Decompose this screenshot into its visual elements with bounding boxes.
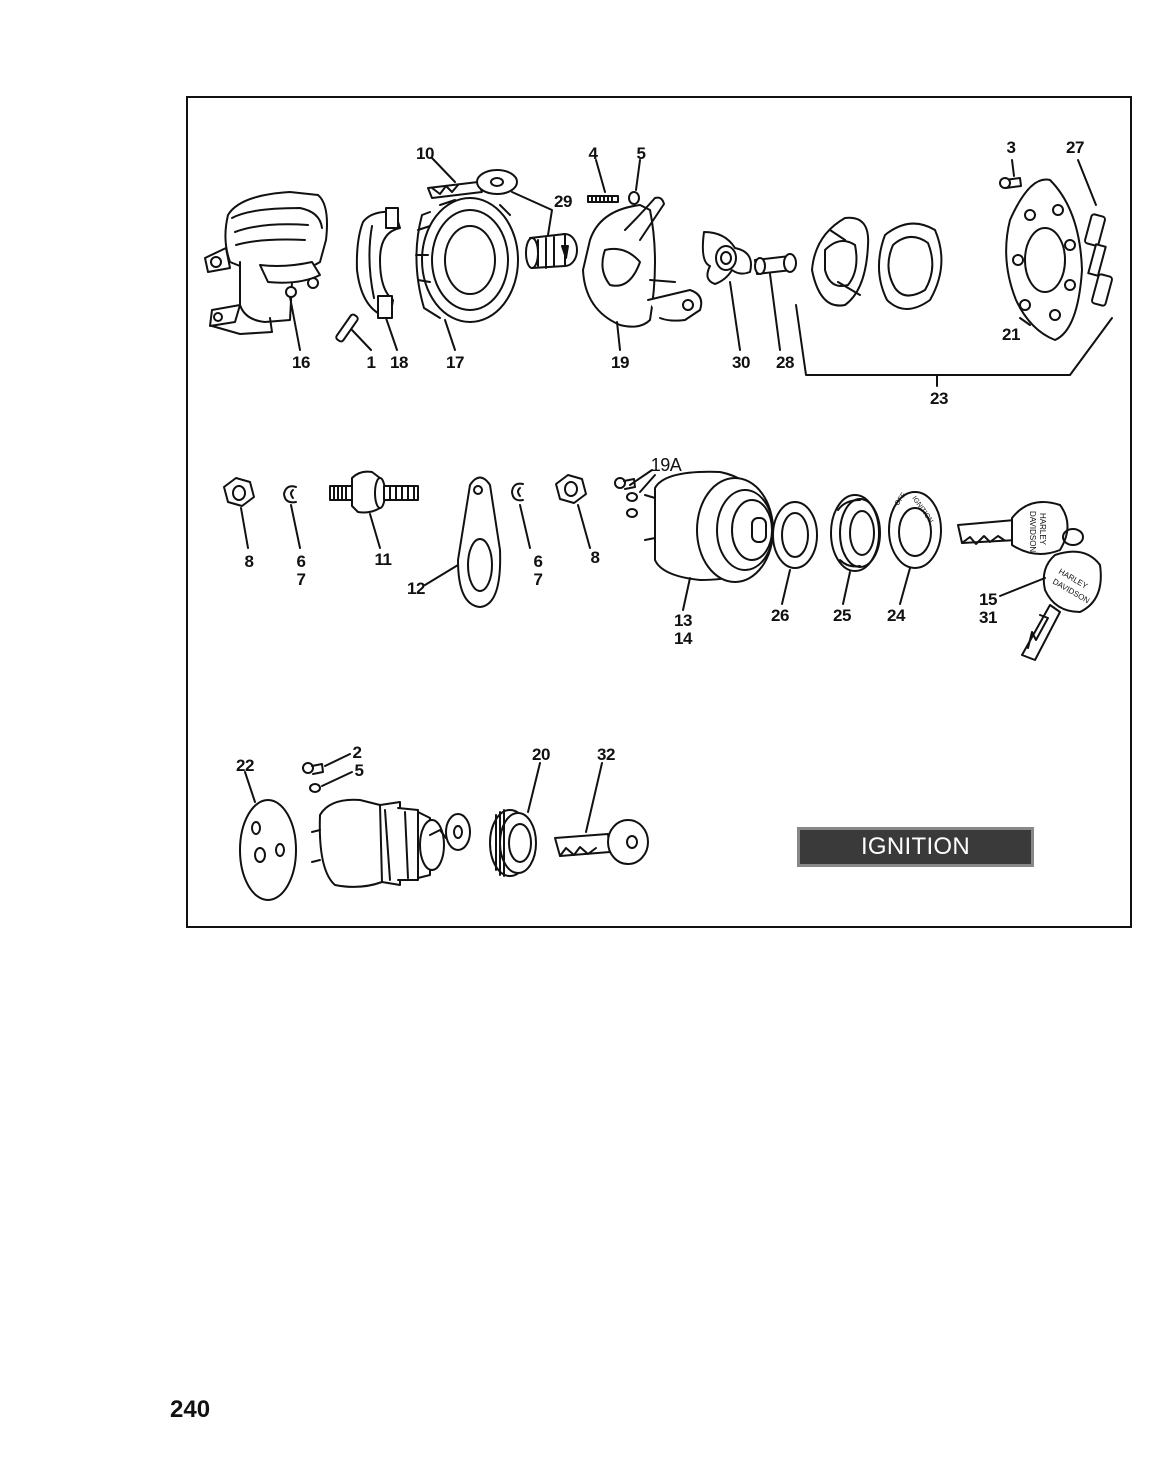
key-10 (427, 157, 518, 199)
callout-31: 31 (979, 608, 997, 627)
wing-washer-30 (701, 231, 752, 351)
callout-6-right: 6 (533, 552, 543, 571)
nut-25 (830, 494, 881, 605)
key-31-lower (1021, 550, 1102, 661)
callout-19: 19 (611, 353, 629, 372)
clamp-18 (355, 207, 401, 351)
callout-25: 25 (833, 606, 851, 625)
callout-28: 28 (776, 353, 794, 372)
lockwasher-6-right (511, 482, 531, 549)
key-text-upper-2: DAVIDSON (1028, 511, 1037, 552)
contact-base-21 (1005, 178, 1083, 341)
shaft-28 (754, 253, 797, 351)
callout-12: 12 (407, 579, 425, 598)
switch-body-13 (644, 470, 774, 611)
callout-21: 21 (1002, 325, 1020, 344)
diagram-frame (186, 96, 1132, 928)
callout-4: 4 (588, 144, 598, 163)
callout-1: 1 (366, 353, 376, 372)
callout-11: 11 (374, 550, 392, 569)
screws-19a (614, 469, 656, 518)
callout-5-bottom: 5 (354, 761, 364, 780)
screw-4 (587, 159, 619, 203)
leader-24 (899, 567, 911, 605)
switch-assembly-20a (311, 798, 471, 888)
callout-15-31: 15 31 (979, 591, 997, 627)
callout-3: 3 (1006, 138, 1016, 157)
callout-10: 10 (416, 144, 434, 163)
callout-17: 17 (446, 353, 464, 372)
callout-13-14: 13 14 (674, 612, 692, 648)
callout-29: 29 (554, 192, 572, 211)
lock-cylinder-29 (511, 191, 578, 269)
callout-22: 22 (236, 756, 254, 775)
callout-7-left: 7 (296, 570, 306, 589)
fuse-27 (1077, 159, 1113, 307)
page-number: 240 (170, 1396, 211, 1423)
callout-24: 24 (887, 606, 905, 625)
callout-32: 32 (597, 745, 615, 764)
callout-6-left: 6 (296, 552, 306, 571)
pin-1 (335, 313, 372, 351)
ring-23b (877, 222, 943, 310)
callout-8-left: 8 (244, 552, 254, 571)
stud-11 (329, 470, 419, 549)
switch-housing-16 (204, 191, 328, 351)
callout-14: 14 (674, 629, 692, 648)
callout-6-7-right: 6 7 (534, 553, 543, 589)
washer-26 (772, 501, 818, 605)
key-text-upper-1: HARLEY (1038, 513, 1047, 546)
bracket-23 (795, 304, 1113, 376)
callout-16: 16 (292, 353, 310, 372)
callout-5-top: 5 (636, 144, 646, 163)
callout-19a: 19A (650, 455, 682, 475)
callout-18: 18 (390, 353, 408, 372)
callout-20: 20 (532, 745, 550, 764)
screws-2-5 (302, 753, 353, 793)
callout-15: 15 (979, 590, 997, 609)
callout-6-7-left: 6 7 (297, 553, 306, 589)
callout-30: 30 (732, 353, 750, 372)
nut-8-right (555, 474, 591, 549)
callout-23: 23 (930, 389, 948, 408)
nut-8-left (223, 477, 255, 549)
leader-15 (999, 577, 1046, 597)
screw-3 (999, 159, 1022, 189)
contact-plate-23a (811, 216, 870, 307)
plate-12 (424, 476, 502, 608)
key-15-upper (957, 501, 1084, 555)
lockwasher-6-left (283, 485, 301, 549)
title-banner: IGNITION SWITCHES (797, 827, 1034, 894)
bezel-24 (888, 491, 942, 569)
callout-8-right: 8 (590, 548, 600, 567)
plate-22 (239, 771, 297, 901)
shell-17 (415, 197, 519, 351)
switch-body-19 (582, 196, 703, 351)
callout-2: 2 (352, 743, 362, 762)
key-32 (554, 762, 649, 865)
ring-nut-20 (489, 762, 541, 877)
callout-7-right: 7 (533, 570, 543, 589)
callout-26: 26 (771, 606, 789, 625)
callout-13: 13 (674, 611, 692, 630)
callout-27: 27 (1066, 138, 1084, 157)
washer-5 (628, 159, 641, 205)
